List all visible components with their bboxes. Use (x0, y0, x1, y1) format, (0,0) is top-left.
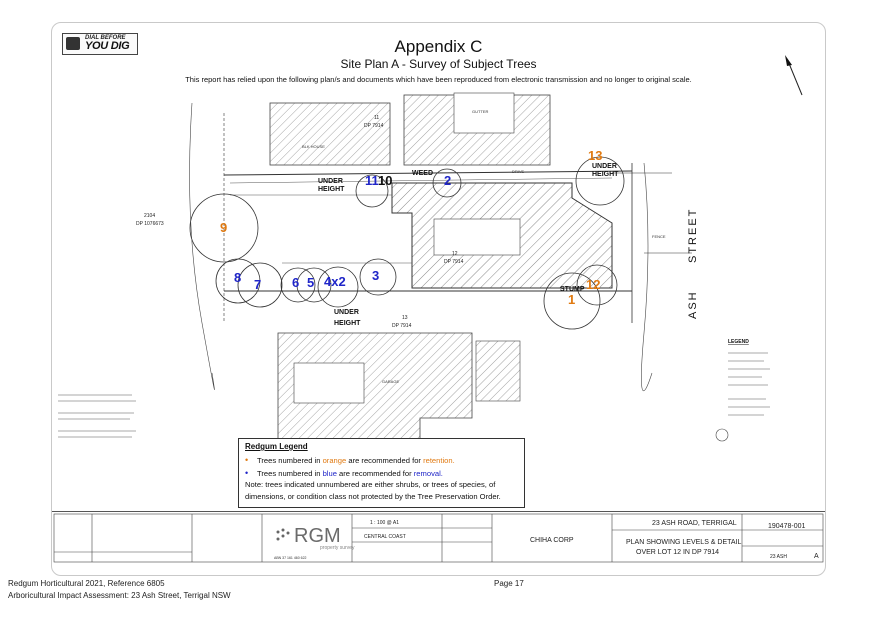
tree-3-label: 3 (372, 268, 379, 283)
svg-text:GUTTER: GUTTER (472, 109, 489, 114)
rgm-logo: RGM (294, 525, 341, 547)
legend-text: Trees numbered in (257, 469, 323, 478)
svg-text:GARAGE: GARAGE (382, 379, 399, 384)
council-value: CENTRAL COAST (364, 534, 406, 540)
tree-11-label: 11 (365, 173, 379, 188)
revision: A (814, 553, 819, 560)
tree-10-label: 10 (378, 173, 392, 188)
drawing-title-1: PLAN SHOWING LEVELS & DETAIL (626, 539, 742, 546)
under-height-label-2a: UNDER (592, 163, 617, 170)
page-number: Page 17 (494, 579, 524, 588)
svg-text:DRIVE: DRIVE (512, 169, 525, 174)
tree-12-label: 12 (586, 277, 600, 292)
legend-note-2: dimensions, or condition class not prote… (245, 492, 501, 501)
svg-text:BLK HOUSE: BLK HOUSE (302, 144, 325, 149)
legend-removal-row: • Trees numbered in blue are recommended … (245, 468, 443, 478)
legend-text: Trees numbered in (257, 456, 323, 465)
under-height-label-1b: HEIGHT (318, 186, 345, 193)
tree-5-label: 5 (307, 275, 314, 290)
logo-line-1: DIAL BEFORE (85, 35, 126, 41)
legend-retention-row: • Trees numbered in orange are recommende… (245, 455, 455, 465)
job-number: 190478-001 (768, 523, 805, 530)
client-name: CHIHA CORP (530, 537, 574, 544)
weed-label: WEED (412, 170, 433, 177)
legend-text: are recommended for (336, 469, 414, 478)
redgum-legend-title: Redgum Legend (245, 442, 308, 451)
disclaimer-text: This report has relied upon the followin… (185, 75, 692, 84)
sheet-ref: 23 ASH (770, 554, 787, 560)
north-arrow-icon (785, 55, 803, 96)
svg-text:FENCE: FENCE (652, 234, 666, 239)
project-address: 23 ASH ROAD, TERRIGAL (652, 520, 737, 527)
redgum-legend: Redgum Legend • Trees numbered in orange … (238, 438, 525, 508)
phone-icon (66, 37, 80, 50)
plan-legend-title: LEGEND (728, 339, 749, 345)
drawing-title-2: OVER LOT 12 IN DP 7914 (636, 549, 719, 556)
street-name-street: STREET (687, 208, 699, 263)
footer-line-1: Redgum Horticultural 2021, Reference 680… (8, 579, 165, 588)
street-name-ash: ASH (687, 290, 699, 319)
legend-blue-word: blue (322, 469, 337, 478)
tree-2-label: 2 (444, 173, 451, 188)
lot-left-dp: DP 1076673 (136, 221, 164, 227)
tree-13-label: 13 (588, 148, 602, 163)
scale-value: 1 : 100 @ A1 (370, 520, 399, 526)
page-title: Appendix C (394, 37, 483, 56)
lot-main-number: 12 (452, 251, 458, 257)
lot-top-dp: DP 7914 (364, 123, 384, 129)
under-height-label-1a: UNDER (318, 178, 343, 185)
abn: ABN 37 161 460 622 (274, 556, 307, 560)
lot-top-number: 11 (374, 115, 379, 121)
tree-1-label: 1 (568, 292, 575, 307)
under-height-label-3a: UNDER (334, 309, 359, 316)
drawing-title-block: RGM property survey ABN 37 161 460 622 1… (52, 511, 825, 564)
legend-orange-word: orange (322, 456, 347, 465)
rgm-sub: property survey (320, 545, 355, 551)
tree-9-label: 9 (220, 220, 227, 235)
tree-8-label: 8 (234, 270, 241, 285)
stump-label: STUMP (560, 286, 585, 293)
lot-bottom-number: 13 (402, 315, 408, 321)
lot-left-number: 2104 (144, 213, 155, 219)
page-subtitle: Site Plan A - Survey of Subject Trees (340, 57, 537, 71)
legend-retention-word: retention. (423, 456, 455, 465)
under-height-label-3b: HEIGHT (334, 320, 361, 327)
legend-text: are recommended for (346, 456, 424, 465)
lot-main-dp: DP 7914 (444, 259, 464, 265)
orange-bullet-icon: • (245, 455, 249, 465)
footer-line-2: Arboricultural Impact Assessment: 23 Ash… (8, 591, 231, 600)
tree-7-label: 7 (254, 277, 261, 292)
drawing-sheet: DIAL BEFORE YOU DIG Appendix C Site Plan… (51, 22, 826, 576)
legend-removal-word: removal. (413, 469, 443, 478)
legend-note-1: Note: trees indicated unnumbered are eit… (245, 480, 496, 489)
blue-bullet-icon: • (245, 468, 249, 478)
lot-bottom-dp: DP 7914 (392, 323, 412, 329)
tree-4-label: 4x2 (324, 274, 346, 289)
under-height-label-2b: HEIGHT (592, 171, 619, 178)
dial-before-you-dig-logo: DIAL BEFORE YOU DIG (62, 33, 138, 55)
site-plan-drawing: BLK HOUSE GUTTER DRIVE GARAGE FENCE 11 D… (58, 92, 770, 443)
tree-6-label: 6 (292, 275, 299, 290)
logo-line-2: YOU DIG (85, 40, 130, 52)
